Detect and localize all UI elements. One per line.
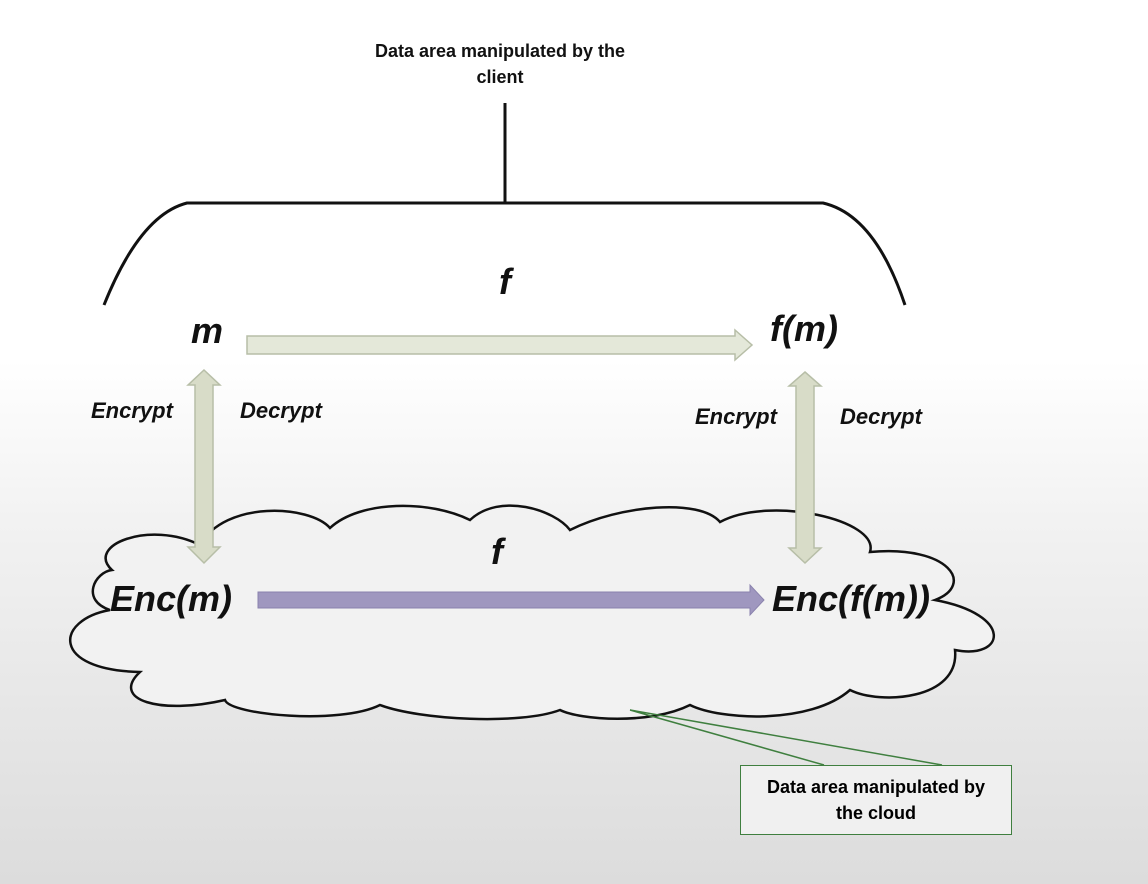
ciphertext-result: Enc(f(m)) — [772, 578, 930, 619]
cloud-shape — [68, 504, 995, 721]
callout-pointer — [629, 709, 943, 766]
right-decrypt-label: Decrypt — [840, 404, 922, 429]
plaintext-m: m — [191, 310, 224, 351]
left-decrypt-label: Decrypt — [240, 398, 322, 423]
ciphertext-enc-m: Enc(m) — [110, 578, 233, 619]
bottom-function-label: f — [491, 531, 503, 572]
plaintext-result: f(m) — [770, 308, 838, 349]
client-area-label: Data area manipulated by the client — [374, 41, 626, 87]
right-encrypt-decrypt-arrow — [787, 371, 823, 565]
bottom-function-arrow — [257, 583, 765, 617]
top-function-arrow — [246, 328, 754, 362]
right-encrypt-label: Encrypt — [695, 404, 777, 429]
left-encrypt-decrypt-arrow — [186, 368, 222, 565]
cloud-area-callout: Data area manipulated by the cloud — [740, 765, 1012, 835]
top-function-label: f — [499, 261, 511, 302]
cloud-area-label: Data area manipulated by the cloud — [766, 777, 986, 823]
left-encrypt-label: Encrypt — [91, 398, 173, 423]
